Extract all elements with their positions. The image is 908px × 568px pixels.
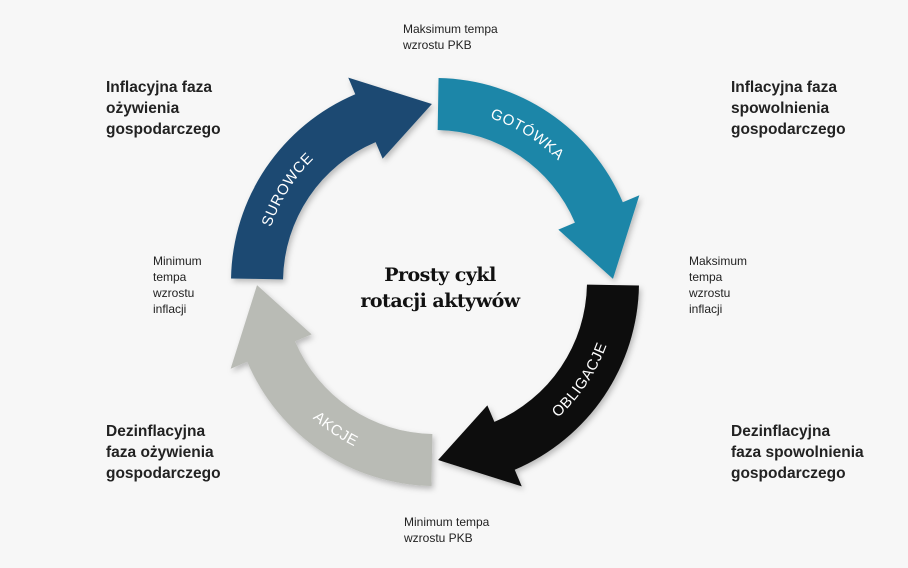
marker-inflation-min: Minimum tempa wzrostu inflacji: [153, 253, 202, 317]
phase-line: faza ożywienia: [106, 444, 214, 461]
arrow-bonds: [438, 284, 639, 487]
title-line: Prosty cykl: [384, 264, 496, 286]
phase-line: faza spowolnienia: [731, 444, 864, 461]
phase-inflationary-recovery: Inflacyjna faza ożywienia gospodarczego: [106, 77, 221, 140]
arrow-commodities: [231, 77, 432, 280]
phase-line: gospodarczego: [106, 465, 221, 482]
phase-line: Inflacyjna faza: [731, 79, 837, 96]
phase-disinflationary-slowdown: Dezinflacyjna faza spowolnienia gospodar…: [731, 421, 864, 484]
title-line: rotacji aktywów: [360, 290, 520, 312]
marker-line: Minimum: [153, 254, 202, 268]
phase-line: ożywienia: [106, 100, 180, 117]
marker-line: tempa: [689, 270, 723, 284]
phase-line: gospodarczego: [731, 121, 846, 138]
marker-line: wzrostu: [689, 286, 731, 300]
phase-line: gospodarczego: [106, 121, 221, 138]
marker-gdp-max: Maksimum tempa wzrostu PKB: [403, 21, 498, 53]
phase-line: Dezinflacyjna: [106, 423, 206, 440]
marker-line: inflacji: [153, 302, 187, 316]
arrow-stocks: [230, 285, 433, 486]
marker-gdp-min: Minimum tempa wzrostu PKB: [404, 514, 489, 546]
arrow-cash: [437, 78, 640, 279]
phase-line: gospodarczego: [731, 465, 846, 482]
marker-line: Maksimum: [689, 254, 748, 268]
marker-line: wzrostu PKB: [403, 38, 472, 52]
marker-line: inflacji: [689, 302, 723, 316]
phase-line: Inflacyjna faza: [106, 79, 212, 96]
marker-line: wzrostu: [153, 286, 195, 300]
phase-inflationary-slowdown: Inflacyjna faza spowolnienia gospodarcze…: [731, 77, 846, 140]
phase-disinflationary-recovery: Dezinflacyjna faza ożywienia gospodarcze…: [106, 421, 221, 484]
phase-line: spowolnienia: [731, 100, 830, 117]
marker-line: Minimum tempa: [404, 515, 490, 529]
phase-line: Dezinflacyjna: [731, 423, 831, 440]
marker-line: tempa: [153, 270, 187, 284]
marker-line: wzrostu PKB: [404, 531, 473, 545]
marker-inflation-max: Maksimum tempa wzrostu inflacji: [689, 253, 747, 317]
diagram-title: Prosty cykl rotacji aktywów: [335, 262, 545, 314]
marker-line: Maksimum tempa: [403, 22, 498, 36]
